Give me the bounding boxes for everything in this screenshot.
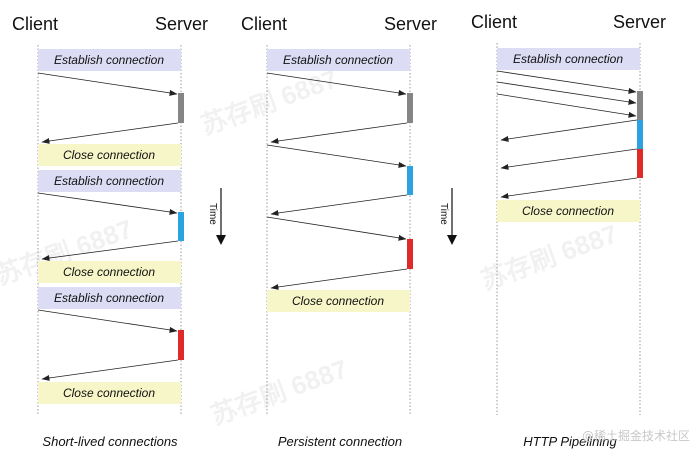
response-arrow	[500, 177, 638, 199]
close-connection-label: Close connection	[522, 204, 614, 218]
server-processing-blue	[178, 212, 184, 241]
request-arrow	[496, 70, 637, 94]
close-connection-label: Close connection	[63, 148, 155, 162]
establish-connection-label: Establish connection	[54, 291, 164, 305]
close-connection-label: Close connection	[292, 294, 384, 308]
response-arrow	[41, 240, 179, 261]
diagram-persistent: Client Server Establish connection Close…	[241, 14, 437, 449]
response-arrow	[41, 122, 179, 144]
server-processing-red	[407, 239, 413, 269]
server-header: Server	[384, 14, 437, 34]
request-arrow	[496, 81, 637, 105]
client-header: Client	[241, 14, 287, 34]
server-processing-red	[637, 149, 643, 178]
server-header: Server	[155, 14, 208, 34]
client-header: Client	[471, 12, 517, 32]
server-processing-gray	[407, 93, 413, 123]
establish-connection-band	[497, 48, 640, 70]
time-label: Time	[438, 203, 449, 225]
establish-connection-band	[38, 49, 181, 71]
close-connection-band	[38, 261, 181, 283]
watermark-layer: 苏存刷 6887 苏存刷 6887 苏存刷 6887 苏存刷 6887	[0, 64, 622, 431]
response-arrow	[270, 122, 408, 144]
diagram-caption: Short-lived connections	[42, 434, 178, 449]
establish-connection-band	[267, 49, 410, 71]
response-arrow	[41, 359, 179, 381]
response-arrow	[270, 194, 408, 216]
time-arrow: Time	[438, 188, 457, 245]
request-arrow	[496, 93, 637, 118]
server-processing-blue	[637, 120, 643, 149]
request-arrow	[37, 192, 178, 215]
request-arrow	[266, 216, 407, 241]
watermark-text: 苏存刷 6887	[207, 354, 352, 431]
server-processing-red	[178, 330, 184, 360]
time-label: Time	[207, 203, 218, 225]
watermark-text: 苏存刷 6887	[197, 64, 342, 141]
server-processing-gray	[178, 93, 184, 123]
close-connection-band	[497, 200, 640, 222]
request-arrow	[266, 144, 407, 168]
close-connection-label: Close connection	[63, 386, 155, 400]
close-connection-band	[267, 290, 410, 312]
time-arrow-head	[216, 235, 226, 245]
diagram-caption: HTTP Pipelining	[523, 434, 617, 449]
diagram-short-lived: Client Server Establish connection Close…	[12, 14, 208, 449]
response-arrow	[270, 268, 408, 290]
response-arrow	[500, 119, 638, 142]
establish-connection-label: Establish connection	[54, 174, 164, 188]
diagram-caption: Persistent connection	[278, 434, 402, 449]
watermark-text: 苏存刷 6887	[477, 219, 622, 296]
close-connection-band	[38, 382, 181, 404]
establish-connection-band	[38, 170, 181, 192]
server-header: Server	[613, 12, 666, 32]
close-connection-band	[38, 144, 181, 166]
response-arrow	[500, 148, 638, 170]
server-processing-gray	[637, 91, 643, 120]
server-processing-blue	[407, 166, 413, 195]
credit-watermark: @稀土掘金技术社区	[582, 428, 690, 443]
request-arrow	[266, 72, 407, 96]
request-arrow	[37, 72, 178, 96]
establish-connection-label: Establish connection	[283, 53, 393, 67]
time-arrow-head	[447, 235, 457, 245]
time-arrow: Time	[207, 188, 226, 245]
request-arrow	[37, 309, 178, 333]
establish-connection-label: Establish connection	[54, 53, 164, 67]
establish-connection-band	[38, 287, 181, 309]
close-connection-label: Close connection	[63, 265, 155, 279]
client-header: Client	[12, 14, 58, 34]
establish-connection-label: Establish connection	[513, 52, 623, 66]
diagram-pipelining: Client Server Establish connection Close…	[471, 12, 666, 449]
